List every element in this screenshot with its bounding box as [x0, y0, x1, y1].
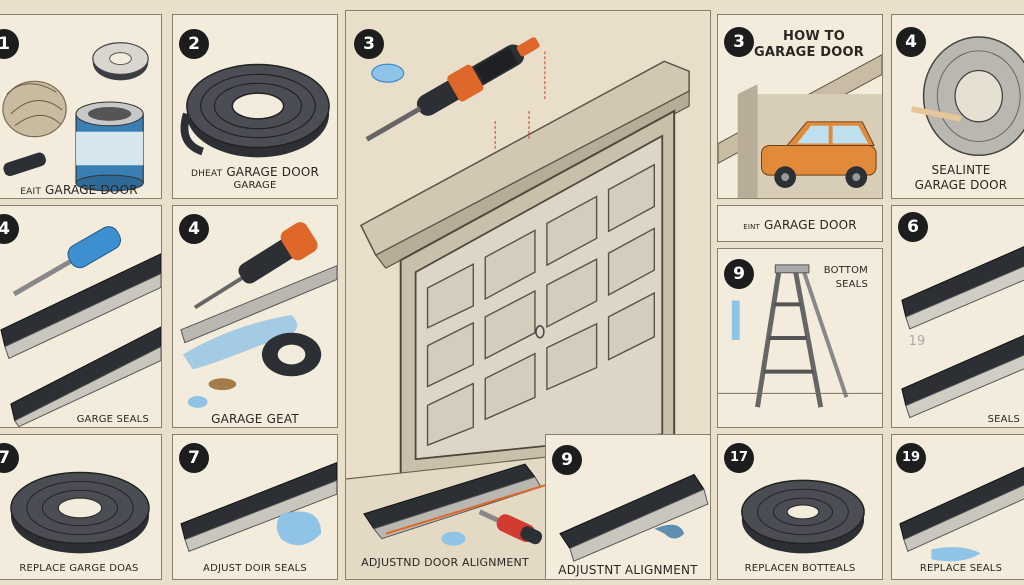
step-number: 3	[354, 29, 384, 59]
car-in-garage-illustration	[718, 54, 882, 198]
seal-strip-illustration	[559, 473, 709, 562]
panel-step-4-screwdriver: 4 GARGE SEALS	[0, 205, 162, 428]
panel-caption: REPLACEN BOTTEALS	[744, 563, 856, 574]
seal-strip-water-illustration	[180, 462, 337, 553]
panel-how-to: 3 HOW TO GARAGE DOOR	[717, 14, 883, 199]
panel-caption: EINT GARAGE DOOR	[743, 218, 857, 232]
step-number: 7	[0, 443, 19, 473]
seal-roll-illustration	[180, 63, 330, 158]
bottom-seals-line1: BOTTOM	[823, 265, 868, 276]
center-panel-caption: ADJUSTND DOOR ALIGNMENT	[361, 556, 529, 569]
caption-line1: SEALINTE	[931, 163, 991, 177]
step-number: 17	[724, 443, 754, 473]
step-number: 7	[179, 443, 209, 473]
seal-coil-illustration	[741, 479, 865, 554]
step-number: 1	[0, 29, 19, 59]
step-badge: 19	[908, 334, 926, 349]
panel-caption: REPLACE SEALS	[919, 563, 1003, 574]
step-number: 6	[898, 212, 928, 242]
step-number: 2	[179, 29, 209, 59]
step-number: 4	[896, 27, 926, 57]
panel-step-9-ladder: 9 BOTTOM SEALS	[717, 248, 883, 428]
step-number: 4	[179, 214, 209, 244]
panel-step-3-garage-door: 3	[345, 10, 711, 580]
panel-step-17-replace-bottom: 17 REPLACEN BOTTEALS	[717, 434, 883, 580]
ladder-illustration	[718, 264, 882, 408]
panel-step-4-sealing: 4 SEALINTE GARAGE DOOR	[891, 14, 1024, 199]
panel-caption: SEALS	[987, 414, 1020, 425]
caulk-gun-and-tape-illustration	[180, 222, 337, 408]
step-number: 9	[724, 259, 754, 289]
panel-step-4-caulk: 4 GARAGE GEAT	[172, 205, 338, 428]
panel-subcaption: GARAGE	[233, 180, 277, 191]
step-number: 3	[724, 27, 754, 57]
panel-garage-door-label: EINT GARAGE DOOR	[717, 205, 883, 242]
how-to-title-line1: HOW TO	[783, 29, 845, 44]
garage-door-illustration	[346, 11, 710, 579]
seal-coil-illustration	[10, 471, 150, 554]
how-to-title-line2: GARAGE DOOR	[754, 45, 864, 60]
panel-step-7-adjust: 7 ADJUST DOIR SEALS	[172, 434, 338, 580]
panel-caption: ADJUST DOIR SEALS	[203, 563, 307, 574]
seal-strip-illustration	[899, 466, 1024, 562]
seal-strips-illustration	[901, 246, 1024, 419]
step-number: 19	[896, 443, 926, 473]
step-number: 4	[0, 214, 19, 244]
tape-roll-illustration	[911, 36, 1024, 157]
bottom-seals-line2: SEALS	[835, 279, 868, 290]
step-number: 9	[552, 445, 582, 475]
panel-caption: EAIT GARAGE DOOR	[20, 183, 138, 197]
panel-step-7-replace: 7 REPLACE GARGE DOAS	[0, 434, 162, 580]
panel-caption: ADJUSTNT ALIGNMENT	[558, 563, 698, 577]
panel-caption: DHEAT GARAGE DOOR	[190, 165, 320, 179]
panel-step-2: 2 DHEAT GARAGE DOOR GARAGE	[172, 14, 338, 199]
panel-step-1: 1 EAIT GARAGE DOOR	[0, 14, 162, 199]
tape-and-paint-can-illustration	[2, 42, 149, 192]
panel-step-6-seals: 6 19 SEALS	[891, 205, 1024, 428]
panel-caption: GARAGE GEAT	[211, 412, 299, 426]
panel-caption: REPLACE GARGE DOAS	[19, 563, 139, 574]
caption-line2: GARAGE DOOR	[914, 178, 1008, 192]
panel-step-9-alignment: 9 ADJUSTNT ALIGNMENT	[545, 434, 711, 580]
panel-step-19-replace: 19 REPLACE SEALS	[891, 434, 1024, 580]
panel-caption: GARGE SEALS	[76, 414, 149, 425]
screwdriver-and-seal-illustration	[0, 226, 161, 427]
